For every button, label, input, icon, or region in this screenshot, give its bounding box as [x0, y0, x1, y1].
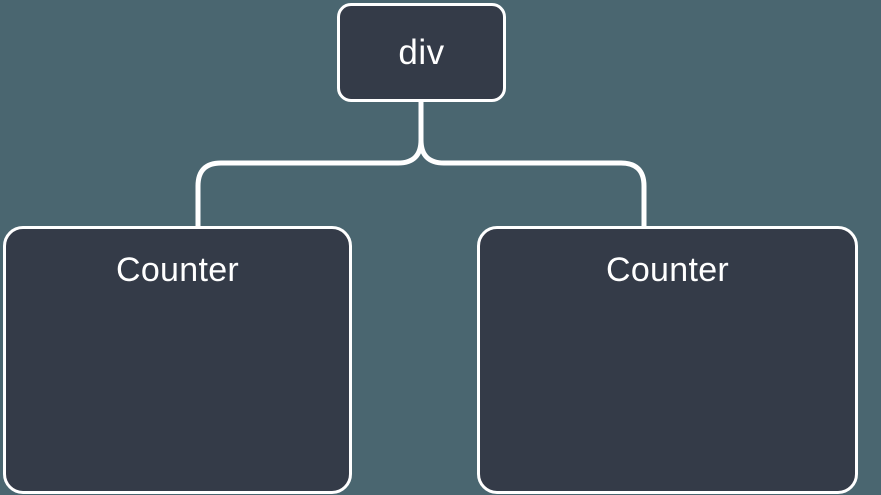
node-counter-right-label: Counter	[605, 251, 730, 289]
node-counter-left-label: Counter	[115, 251, 240, 289]
node-div-label: div	[398, 33, 445, 72]
node-counter-right[interactable]: Counter count 1	[477, 226, 858, 494]
node-div[interactable]: div	[337, 3, 506, 102]
connector-to-left-child	[195, 98, 424, 229]
node-counter-left[interactable]: Counter count 0	[3, 226, 352, 494]
connector-to-right-child	[418, 98, 647, 229]
